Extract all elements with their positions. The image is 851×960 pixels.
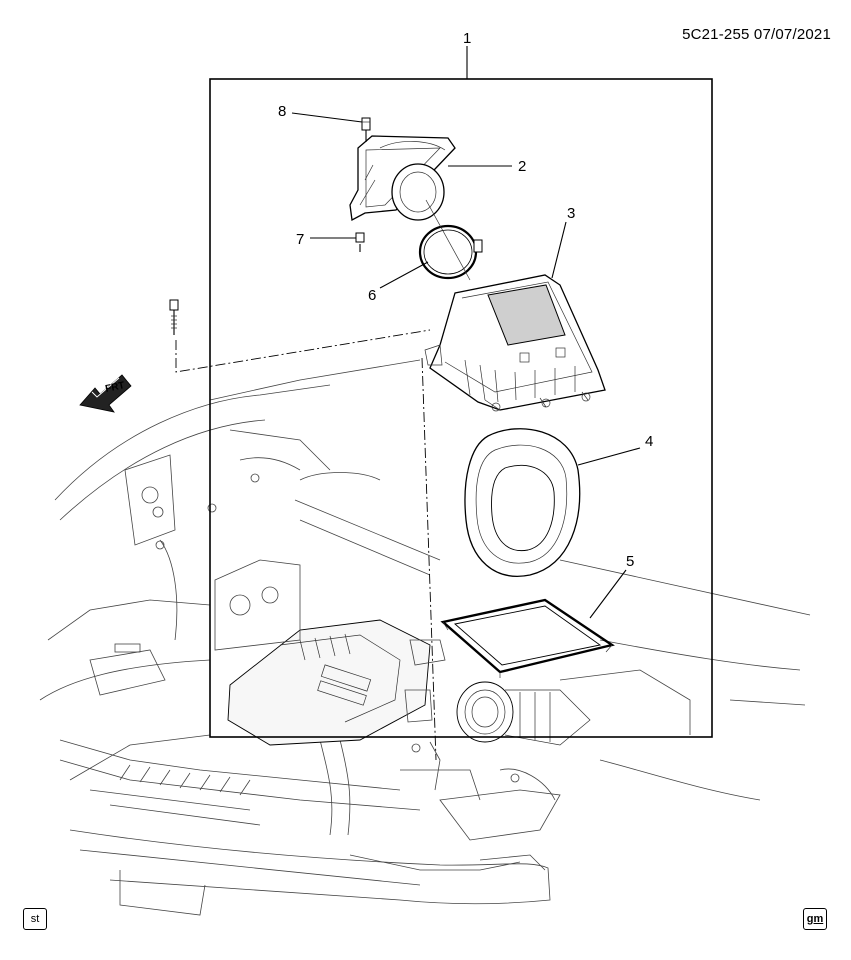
callout-6: 6 bbox=[368, 287, 376, 304]
frt-label: FRT bbox=[104, 380, 125, 395]
part-6-clamp bbox=[418, 224, 483, 280]
callout-8: 8 bbox=[278, 103, 286, 120]
reference-line-bolt bbox=[175, 329, 431, 373]
gm-logo-badge: gm bbox=[803, 908, 827, 930]
part-2-air-inlet-adapter bbox=[349, 135, 456, 222]
part-7-grommet bbox=[355, 232, 365, 252]
alignment-axis bbox=[425, 199, 471, 281]
assembly-group-box bbox=[209, 78, 713, 738]
callout-2: 2 bbox=[518, 158, 526, 175]
part-3-air-cleaner-cover bbox=[424, 274, 606, 412]
st-badge: st bbox=[23, 908, 47, 930]
reference-line-vertical bbox=[421, 357, 437, 761]
part-5-seal bbox=[440, 598, 615, 678]
diagram-code: 5C21-255 07/07/2021 bbox=[682, 26, 831, 43]
callout-4: 4 bbox=[645, 433, 653, 450]
callout-1: 1 bbox=[463, 30, 471, 47]
part-4-air-filter-element bbox=[464, 428, 581, 577]
callout-7: 7 bbox=[296, 231, 304, 248]
vehicle-engine-bay bbox=[39, 359, 811, 916]
front-direction-marker: FRT bbox=[79, 374, 132, 413]
external-bolt bbox=[169, 299, 179, 335]
part-8-bolt bbox=[361, 117, 371, 142]
callout-5: 5 bbox=[626, 553, 634, 570]
callout-3: 3 bbox=[567, 205, 575, 222]
leader-lines bbox=[291, 46, 641, 619]
